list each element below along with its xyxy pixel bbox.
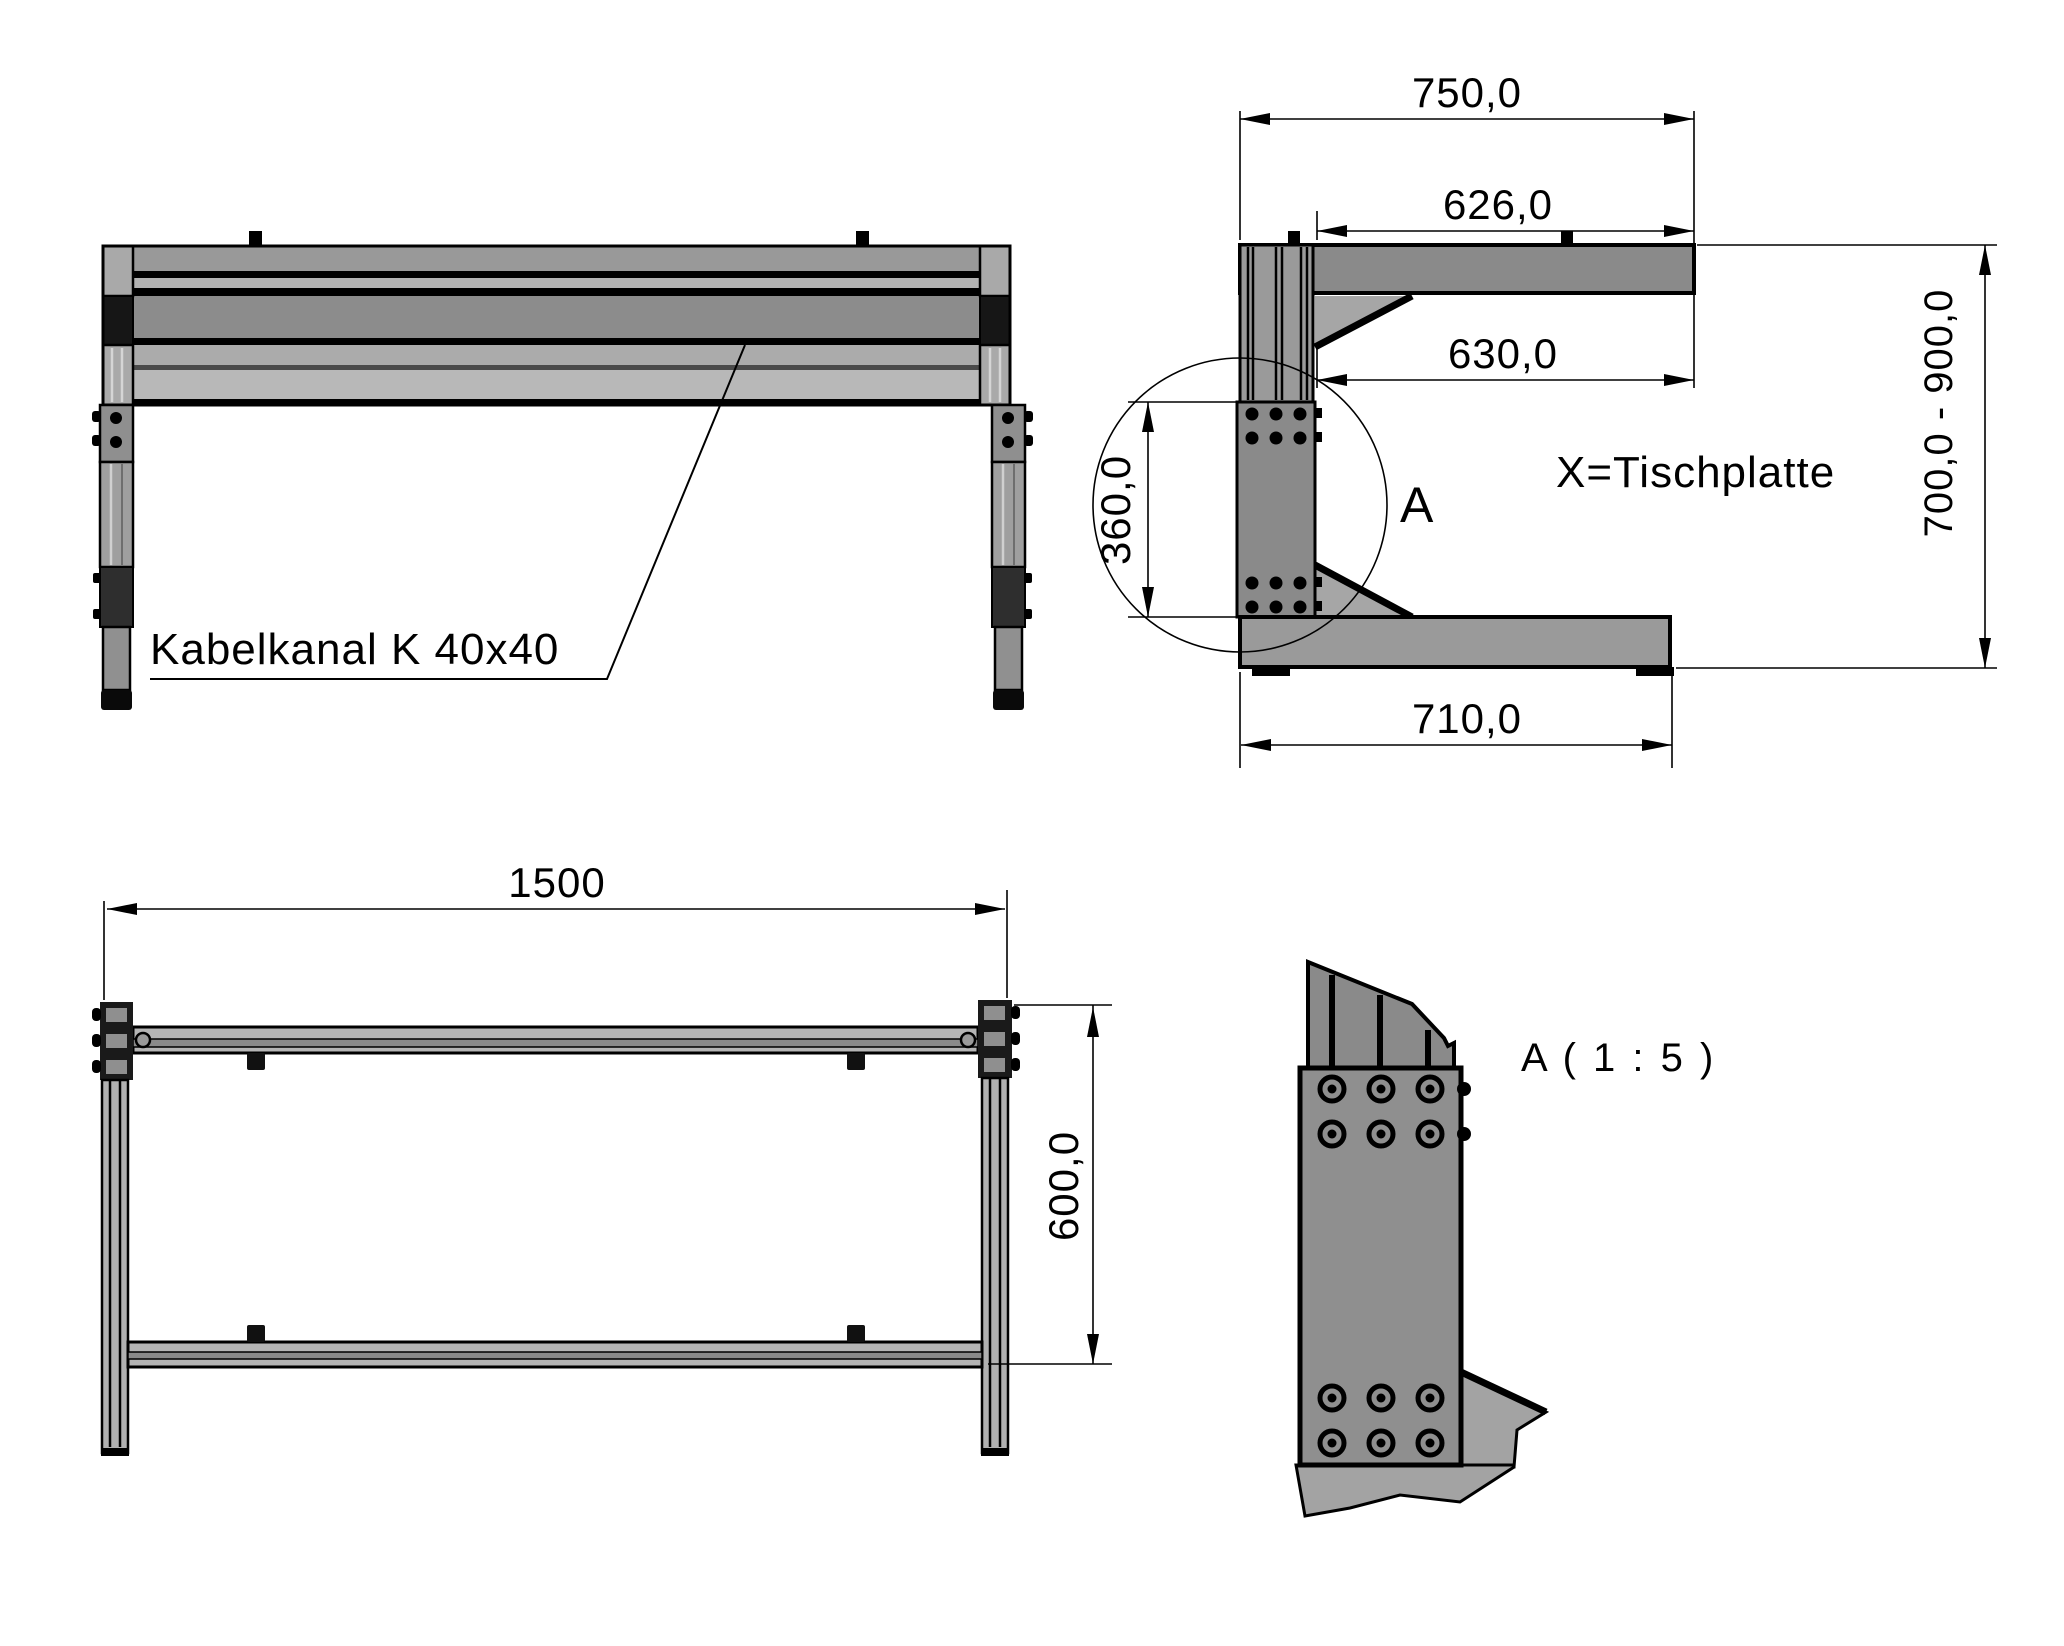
side-plate-bolts	[1245, 407, 1307, 614]
detail-view-title: A ( 1 : 5 )	[1521, 1036, 1716, 1080]
detail-circle-A	[1092, 357, 1388, 653]
top-rail-front	[131, 1025, 980, 1070]
dim-overall-depth: 750,0	[1239, 69, 1695, 388]
dim-600-label: 600,0	[1040, 1131, 1087, 1241]
dim-710-label: 710,0	[1412, 695, 1522, 742]
side-gusset-top	[1313, 292, 1414, 351]
front-beam-endcap-right	[978, 244, 1012, 407]
front-leg-right	[990, 403, 1033, 710]
top-post-left	[100, 1078, 130, 1456]
top-corner-block-left	[92, 1002, 133, 1080]
callout-label: Kabelkanal K 40x40	[150, 625, 559, 674]
side-arm-tab-right	[1561, 231, 1573, 246]
dim-top-inset: 626,0	[1316, 181, 1694, 240]
side-foot	[1238, 615, 1674, 676]
side-column-profile	[1238, 243, 1315, 404]
front-top-tab-right	[856, 231, 869, 247]
dim-360-label: 360,0	[1092, 455, 1139, 565]
dim-height-range-label: 700,0 - 900,0	[1917, 289, 1961, 538]
front-beam-endcap-left	[101, 244, 135, 407]
dim-foot-depth: 710,0	[1239, 672, 1673, 768]
dim-626-label: 626,0	[1443, 181, 1553, 228]
front-callout: Kabelkanal K 40x40	[150, 344, 746, 680]
top-view: 1500	[92, 859, 1112, 1456]
side-top-arm	[1238, 243, 1696, 295]
callout-leader-line	[150, 344, 746, 680]
top-post-right	[980, 1076, 1010, 1456]
side-gusset-bottom	[1313, 561, 1414, 621]
tabletop-note: X=Tischplatte	[1556, 448, 1835, 497]
front-leg-left	[92, 403, 135, 710]
side-arm-tab-left	[1288, 231, 1300, 246]
detail-view-a: A ( 1 : 5 )	[1294, 959, 1716, 1518]
top-corner-block-right	[978, 1000, 1020, 1078]
side-view: A X=Tischplatte 750,0 626,0 630,0	[1092, 69, 1997, 768]
front-view: Kabelkanal K 40x40	[92, 231, 1033, 710]
front-top-tab-left	[249, 231, 262, 247]
dim-plate-height: 360,0	[1092, 401, 1237, 618]
dim-arm-clearance: 630,0	[1316, 330, 1694, 388]
front-beam	[101, 244, 1012, 407]
dim-width: 1500	[103, 859, 1008, 1000]
dim-750-label: 750,0	[1412, 69, 1522, 116]
detail-bolt-plate	[1297, 1065, 1471, 1468]
side-bolt-plate	[1235, 400, 1322, 619]
dim-depth: 600,0	[988, 1004, 1112, 1365]
detail-bolts	[1317, 1074, 1445, 1458]
dim-1500-label: 1500	[508, 859, 605, 906]
top-rail-rear	[126, 1325, 984, 1369]
detail-marker-label: A	[1400, 477, 1434, 533]
dim-630-label: 630,0	[1448, 330, 1558, 377]
dim-height-range: 700,0 - 900,0	[1676, 244, 1997, 669]
